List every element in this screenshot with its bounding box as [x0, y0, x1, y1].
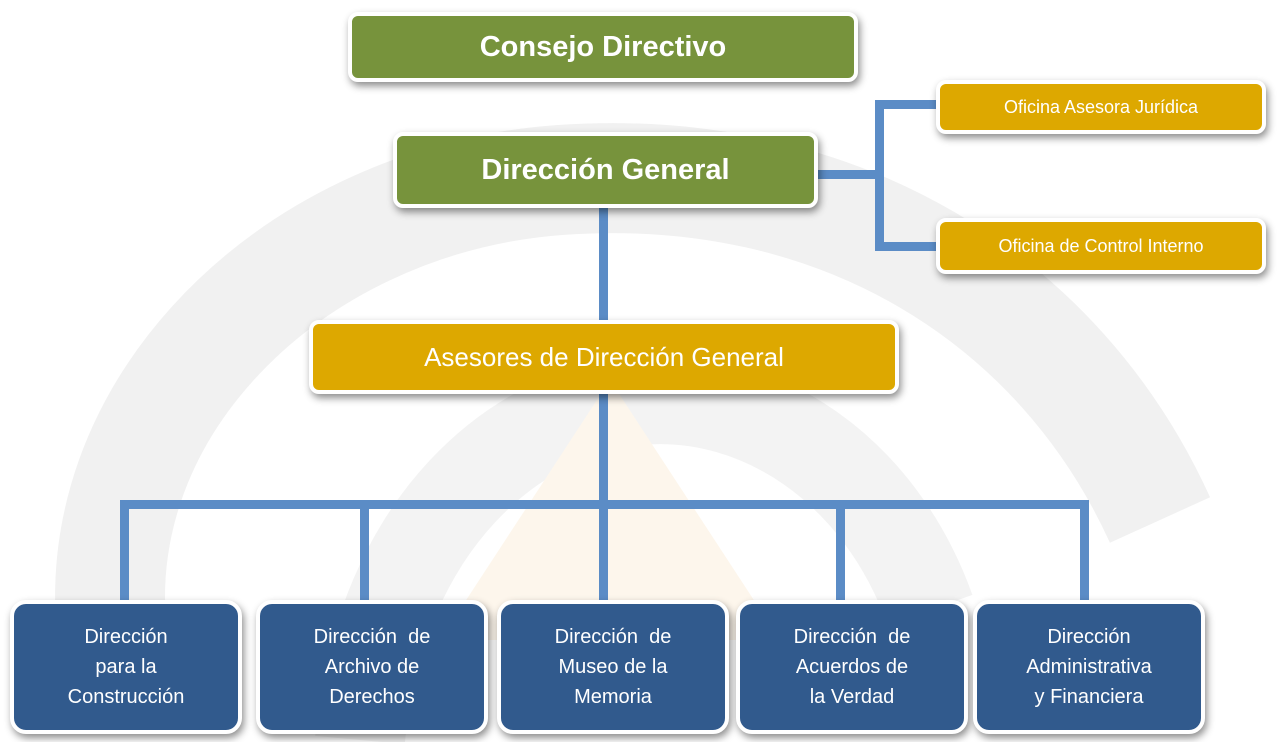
connector-drop-5: [1080, 500, 1089, 608]
node-line: la Verdad: [809, 686, 895, 708]
connector-asesores-down: [599, 390, 608, 502]
node-consejo-directivo: Consejo Directivo: [348, 12, 858, 82]
node-asesores-direccion-general: Asesores de Dirección General: [309, 320, 899, 394]
node-line: Derechos: [329, 686, 415, 708]
connector-drop-4: [836, 500, 845, 608]
node-line: Dirección: [84, 626, 168, 648]
node-line: Construcción: [67, 686, 185, 708]
connector-staff-vertical: [875, 100, 884, 250]
node-oficina-asesora-juridica: Oficina Asesora Jurídica: [936, 80, 1266, 134]
connector-general-to-asesores: [599, 200, 608, 330]
node-line: Acuerdos de: [795, 656, 909, 678]
node-line: Dirección de: [554, 626, 672, 648]
node-oficina-control-interno: Oficina de Control Interno: [936, 218, 1266, 274]
node-direccion-acuerdos-verdad: Dirección de Acuerdos de la Verdad: [736, 600, 968, 734]
node-direccion-construccion: Dirección para la Construcción: [10, 600, 242, 734]
node-direccion-administrativa-financiera: Dirección Administrativa y Financiera: [973, 600, 1205, 734]
node-direccion-general: Dirección General: [393, 132, 818, 208]
node-line: Memoria: [574, 686, 652, 708]
node-line: Dirección de: [793, 626, 911, 648]
node-line: Archivo de: [324, 656, 420, 678]
node-direccion-archivo-derechos: Dirección de Archivo de Derechos: [256, 600, 488, 734]
connector-drop-1: [120, 500, 129, 608]
node-line: Dirección de: [313, 626, 431, 648]
node-line: para la: [95, 656, 157, 678]
node-line: y Financiera: [1034, 686, 1144, 708]
node-line: Dirección: [1047, 626, 1131, 648]
connector-drop-3: [599, 500, 608, 608]
connector-general-to-staff: [812, 170, 884, 179]
node-line: Administrativa: [1026, 656, 1152, 678]
node-line: Museo de la: [558, 656, 668, 678]
connector-to-control-interno: [875, 242, 945, 251]
node-direccion-museo-memoria: Dirección de Museo de la Memoria: [497, 600, 729, 734]
connector-to-juridica: [875, 100, 945, 109]
connector-drop-2: [360, 500, 369, 608]
